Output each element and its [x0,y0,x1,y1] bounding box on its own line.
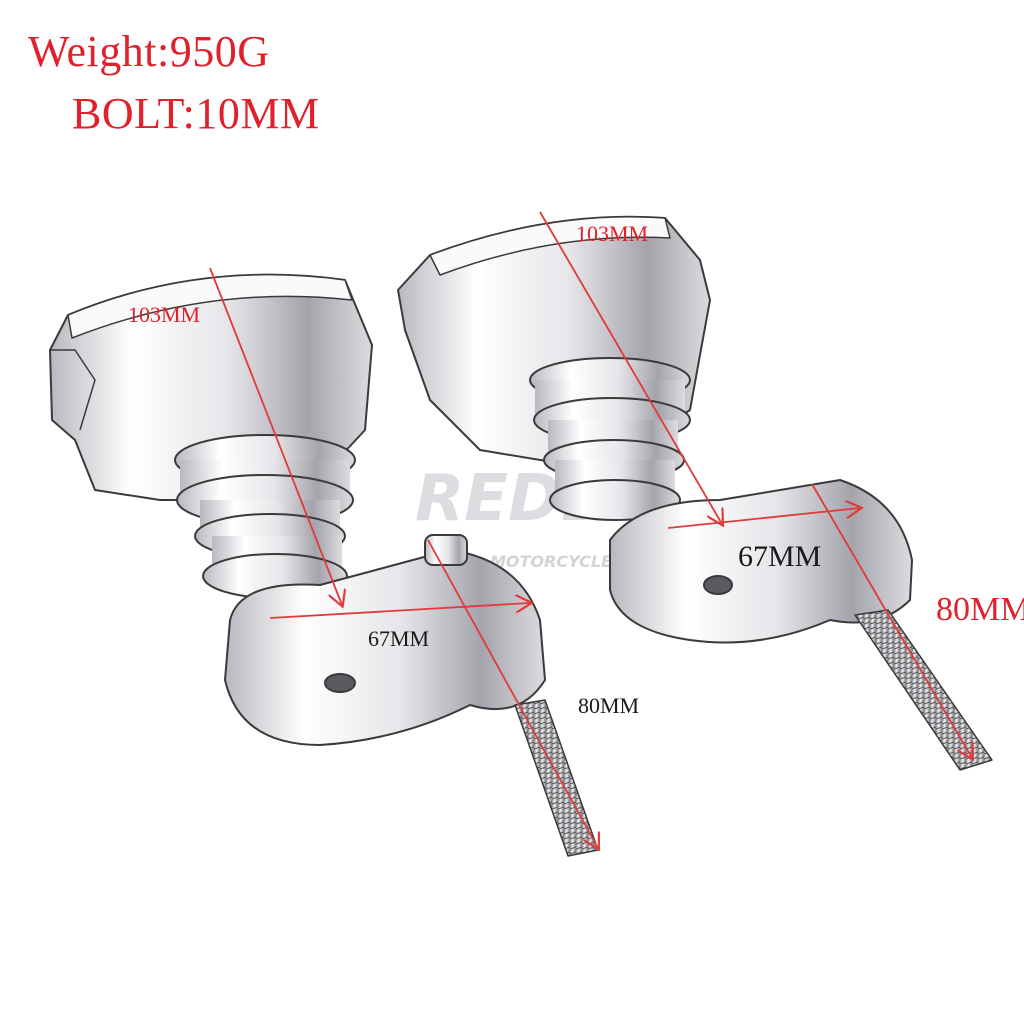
left-bolt-label: 80MM [578,693,639,718]
left-frame-slider [49,273,599,857]
right-frame-slider [397,215,993,771]
left-height-arrow [209,267,342,605]
left-height-label: 103MM [128,302,200,327]
right-bolt-label: 80MM [936,591,1024,628]
right-height-arrow [539,211,722,524]
right-height-label: 103MM [576,221,648,246]
bolt-spec-label: BOLT:10MM [72,89,320,138]
dimension-labels: 103MM 67MM 80MM 103MM 67MM 80MM [128,221,1024,718]
left-bolt-arrow [427,539,598,848]
weight-spec-label: Weight:950G [28,27,270,76]
left-width-label: 67MM [368,626,429,651]
dimension-arrows [209,211,972,848]
right-bolt-arrow [811,483,972,758]
left-width-arrow [269,603,530,619]
right-width-label: 67MM [738,540,821,573]
